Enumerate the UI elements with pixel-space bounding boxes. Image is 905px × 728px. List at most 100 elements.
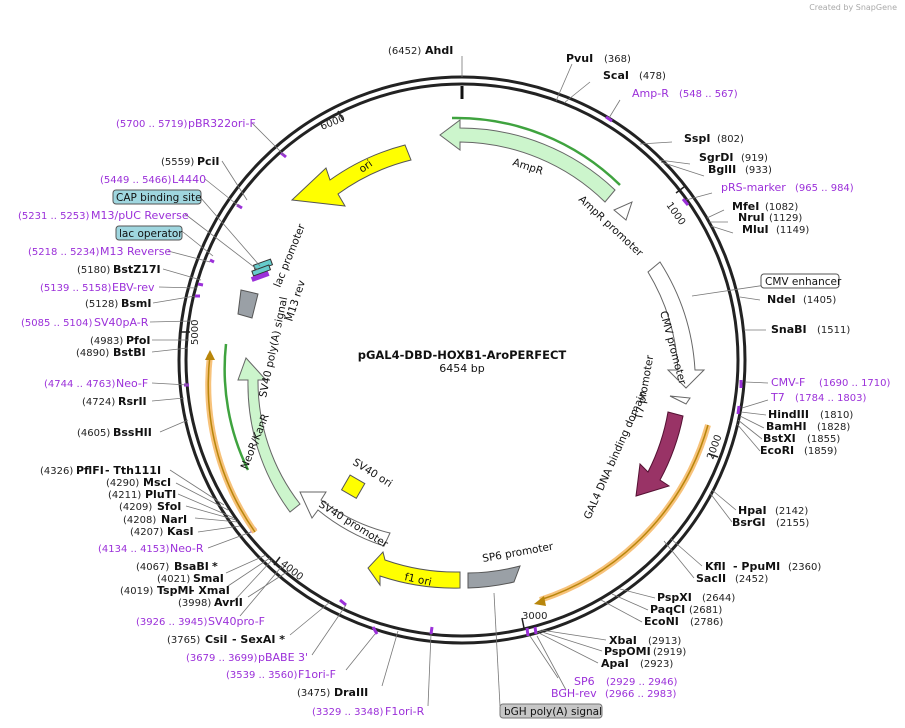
primer-pbr322-range: (5700 .. 5719) <box>116 119 188 130</box>
site-draiii[interactable]: DraIII <box>334 686 368 699</box>
site-pcii[interactable]: PciI <box>197 155 219 168</box>
site-pflfi[interactable]: PflFI <box>76 464 104 477</box>
site-scai[interactable]: ScaI <box>603 69 629 82</box>
primer-prs-range: (965 .. 984) <box>795 183 854 194</box>
site-xbai[interactable]: XbaI <box>609 634 637 647</box>
site-sgrdi[interactable]: SgrDI <box>699 151 733 164</box>
site-csii[interactable]: CsiI <box>205 633 227 646</box>
ampr-feature[interactable] <box>439 119 616 203</box>
cap-site-box[interactable] <box>112 189 202 205</box>
site-pvui-pos: (368) <box>604 54 631 65</box>
primer-bghrev[interactable]: BGH-rev <box>551 687 597 700</box>
site-ahdi[interactable]: AhdI <box>425 44 453 57</box>
site-bglii[interactable]: BglII <box>708 163 736 176</box>
site-pluti[interactable]: PluTI <box>145 488 176 501</box>
lac-operator-box[interactable] <box>115 225 183 241</box>
site-kasi[interactable]: KasI <box>167 525 194 538</box>
site-ndei-pos: (1405) <box>803 295 836 306</box>
site-pspxi[interactable]: PspXI <box>657 591 692 604</box>
primer-t7-range: (1784 .. 1803) <box>795 393 867 404</box>
site-nrui-pos: (1129) <box>769 213 802 224</box>
site-sspi[interactable]: SspI <box>684 132 710 145</box>
primer-sp6[interactable]: SP6 <box>574 675 595 688</box>
site-econi[interactable]: EcoNI <box>644 615 679 628</box>
gal4-feature[interactable] <box>635 411 684 497</box>
site-rsrii[interactable]: RsrII <box>118 395 147 408</box>
site-scai-pos: (478) <box>639 71 666 82</box>
site-bsmi[interactable]: BsmI <box>121 297 152 310</box>
primer-cmvf[interactable]: CMV-F <box>771 376 805 389</box>
ampr-promoter-feature[interactable] <box>613 201 633 221</box>
sp6-promoter-feature[interactable] <box>467 565 521 589</box>
site-bsrgi[interactable]: BsrGI <box>732 516 765 529</box>
primer-sv40pro[interactable]: SV40pro-F <box>208 615 265 628</box>
neor-feature[interactable] <box>237 357 301 513</box>
site-ppumi[interactable]: - PpuMI <box>733 560 780 573</box>
cmv-promoter-feature[interactable] <box>647 261 706 389</box>
cap-site-feature[interactable] <box>251 264 272 277</box>
site-mfei[interactable]: MfeI <box>732 200 759 213</box>
primer-ebv[interactable]: EBV-rev <box>112 281 155 294</box>
site-smai[interactable]: SmaI <box>193 572 224 585</box>
site-ecori[interactable]: EcoRI <box>760 444 794 457</box>
site-mlui-pos: (1149) <box>776 225 809 236</box>
site-snabi[interactable]: SnaBI <box>771 323 807 336</box>
site-hpai-pos: (2142) <box>775 506 808 517</box>
primer-l4440[interactable]: L4440 <box>172 173 206 186</box>
m13-rev-feature[interactable] <box>250 271 270 282</box>
site-pvui[interactable]: PvuI <box>566 52 593 65</box>
primer-neor[interactable]: Neo-R <box>170 542 204 555</box>
primer-m13puc[interactable]: M13/pUC Reverse <box>91 209 189 222</box>
sv40-promoter-feature[interactable] <box>299 491 391 547</box>
site-bglii-pos: (933) <box>745 165 772 176</box>
primer-f1orif[interactable]: F1ori-F <box>298 668 336 681</box>
t7-promoter-feature[interactable] <box>669 395 691 405</box>
site-bsshii[interactable]: BssHII <box>113 426 152 439</box>
site-ndei[interactable]: NdeI <box>767 293 796 306</box>
primer-prs[interactable]: pRS-marker <box>721 181 786 194</box>
bgh-polya-box[interactable] <box>499 703 603 719</box>
site-tspmi[interactable]: TspMI <box>157 584 193 597</box>
site-sfoi[interactable]: SfoI <box>157 500 181 513</box>
cap-site-label: CAP binding site <box>116 192 202 204</box>
primer-t7[interactable]: T7 <box>770 391 785 404</box>
tick-label-6000: 6000 <box>319 113 347 133</box>
site-bsabi[interactable]: BsaBI <box>174 560 209 573</box>
site-nrui[interactable]: NruI <box>738 211 765 224</box>
sv40-ori-feature[interactable] <box>340 474 366 499</box>
primer-pbabe[interactable]: pBABE 3' <box>258 651 308 664</box>
site-pspomi[interactable]: PspOMI <box>604 645 651 658</box>
site-hpai[interactable]: HpaI <box>738 504 767 517</box>
primer-sv40pa[interactable]: SV40pA-R <box>94 316 149 329</box>
primer-ampr[interactable]: Amp-R <box>632 87 669 100</box>
site-msci[interactable]: MscI <box>143 476 171 489</box>
ori-feature[interactable] <box>290 144 412 207</box>
site-bstz17i[interactable]: BstZ17I <box>113 263 161 276</box>
site-bstbi[interactable]: BstBI <box>113 346 146 359</box>
primer-pbr322[interactable]: pBR322ori-F <box>188 117 256 130</box>
site-sacii[interactable]: SacII <box>696 572 726 585</box>
site-nari[interactable]: NarI <box>161 513 187 526</box>
primer-f1orir[interactable]: F1ori-R <box>385 705 425 718</box>
site-xmai[interactable]: - XmaI <box>190 584 230 597</box>
primer-neof[interactable]: Neo-F <box>116 377 148 390</box>
f1-ori-label: f1 ori <box>403 571 432 588</box>
site-paqci[interactable]: PaqCI <box>650 603 685 616</box>
primer-m13rev[interactable]: M13 Reverse <box>100 245 171 258</box>
sv40-polya-feature[interactable] <box>237 289 259 319</box>
site-bsshii-pos: (4605) <box>77 428 110 439</box>
cmv-enhancer-box[interactable] <box>760 273 840 289</box>
site-pfoi[interactable]: PfoI <box>126 334 151 347</box>
site-kfli[interactable]: KflI <box>705 560 726 573</box>
site-avrii[interactable]: AvrII <box>214 596 243 609</box>
site-pspomi-pos: (2919) <box>653 647 686 658</box>
site-bstxi[interactable]: BstXI <box>763 432 796 445</box>
site-sexai[interactable]: - SexAI * <box>232 633 285 646</box>
site-tth111i[interactable]: - Tth111I <box>105 464 161 477</box>
f1-ori-feature[interactable] <box>367 550 461 589</box>
site-hindiii[interactable]: HindIII <box>768 408 809 421</box>
orf-arrow-right <box>534 596 546 606</box>
site-bamhi[interactable]: BamHI <box>766 420 807 433</box>
site-apai[interactable]: ApaI <box>601 657 629 670</box>
site-mlui[interactable]: MluI <box>742 223 769 236</box>
